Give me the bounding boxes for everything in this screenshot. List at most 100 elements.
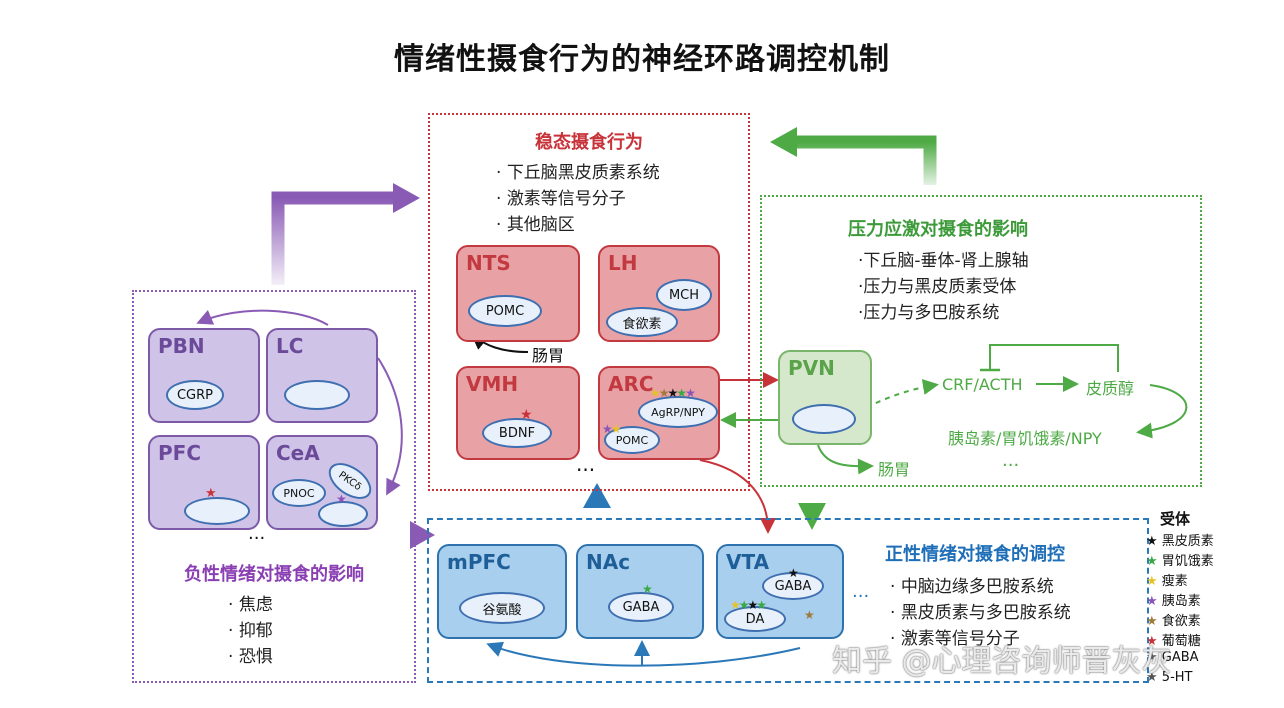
nac-to-homeostatic-arrowhead (583, 483, 611, 508)
crf-acth-label: CRF/ACTH (942, 375, 1023, 394)
stress-title: 压力应激对摄食的影响 (848, 219, 1028, 240)
arc-pomc-stars-icon: ★★ (602, 422, 621, 436)
negative-to-homeostatic-arrowhead (393, 183, 420, 213)
legend-item: ★ 瘦素 (1146, 574, 1188, 589)
stress-bullet-2: ·压力与黑皮质素受体 (858, 277, 1017, 297)
pbn-label: PBN (158, 334, 205, 358)
vta-gaba-neuron: GABA (762, 572, 824, 600)
stress-to-homeostatic-arrowhead (770, 127, 797, 157)
star-icon: ★ (1146, 614, 1158, 629)
negative-bullet-3: · 恐惧 (228, 647, 273, 667)
watermark: 知乎 @心理咨询师晋灰灰 (832, 644, 1172, 679)
legend-item: ★ 黑皮质素 (1146, 534, 1214, 549)
vmh-bdnf-neuron: BDNF (482, 418, 552, 448)
vmh-box: VMH BDNF ★ (456, 366, 580, 460)
positive-bullet-1: · 中脑边缘多巴胺系统 (890, 577, 1054, 597)
nts-gut-label: 肠胃 (532, 346, 565, 365)
mpfc-glutamate-neuron: 谷氨酸 (459, 592, 545, 624)
nts-label: NTS (466, 251, 511, 275)
stress-dots: ··· (1002, 455, 1020, 476)
arc-label: ARC (608, 372, 654, 396)
legend-title: 受体 (1160, 510, 1191, 528)
negative-to-positive-arrowhead (410, 521, 435, 549)
vta-box: VTA GABA DA ★ ★★★★ ★ (716, 544, 844, 639)
legend-item: ★ GABA (1146, 650, 1199, 665)
stress-bullet-1: ·下丘脑-垂体-肾上腺轴 (858, 251, 1029, 271)
negative-bullet-2: · 抑郁 (228, 621, 273, 641)
pvn-box: PVN (778, 350, 872, 445)
lc-box: LC (266, 328, 378, 423)
arc-receptor-stars-icon: ★★★★★ (650, 386, 696, 400)
homeostatic-bullet-2: · 激素等信号分子 (496, 189, 626, 209)
homeostatic-bullet-1: · 下丘脑黑皮质素系统 (496, 163, 660, 183)
star-icon: ★ (1146, 554, 1158, 569)
mpfc-box: mPFC 谷氨酸 (437, 544, 567, 639)
nac-label: NAc (586, 550, 631, 574)
legend-item: ★ 胰岛素 (1146, 594, 1201, 609)
negative-dots: ··· (248, 528, 266, 549)
nts-pomc-neuron: POMC (468, 295, 542, 327)
cortisol-to-hormones-curve (1136, 384, 1188, 439)
pvn-label: PVN (788, 356, 835, 380)
homeostatic-panel (428, 113, 750, 491)
pfc-neuron (184, 497, 250, 525)
stress-bullets: ·下丘脑-垂体-肾上腺轴 ·压力与黑皮质素受体 ·压力与多巴胺系统 (858, 248, 1029, 326)
lh-box: LH MCH 食欲素 (598, 245, 720, 342)
lc-label: LC (276, 334, 304, 358)
negative-to-homeostatic-arrow (271, 191, 395, 285)
vta-to-mpfc-curve (486, 641, 801, 667)
nac-gaba-neuron: GABA (608, 592, 674, 622)
arc-to-vta-curve (699, 459, 776, 534)
positive-dots: ··· (852, 586, 870, 607)
cortisol-label: 皮质醇 (1086, 379, 1135, 398)
homeostatic-dots: ··· (576, 458, 596, 482)
nac-box: NAc GABA ★ (576, 544, 704, 639)
vta-da-neuron: DA (724, 606, 786, 632)
hormones-label: 胰岛素/胃饥饿素/NPY (948, 429, 1102, 448)
nts-box: NTS POMC (456, 245, 580, 342)
cea-neuron (318, 501, 368, 527)
nac-ghrelin-star-icon: ★ (642, 582, 653, 596)
pfc-box: PFC ★ (148, 435, 260, 530)
lh-label: LH (608, 251, 638, 275)
pfc-label: PFC (158, 441, 201, 465)
legend-item: ★ 5-HT (1146, 670, 1193, 685)
negative-bullets: · 焦虑 · 抑郁 · 恐惧 (228, 592, 273, 670)
legend-list: ★ 黑皮质素 ★ 胃饥饿素 ★ 瘦素 ★ 胰岛素 ★ 食欲素 ★ 葡萄糖 ★ G… (1146, 530, 1214, 690)
homeostatic-bullets: · 下丘脑黑皮质素系统 · 激素等信号分子 · 其他脑区 (496, 160, 660, 238)
pvn-to-vta-arrowhead (798, 503, 826, 530)
lh-orexin-neuron: 食欲素 (606, 307, 678, 337)
stress-gut-label: 肠胃 (878, 460, 911, 479)
negative-title: 负性情绪对摄食的影响 (184, 564, 364, 585)
vta-orexin-star-icon: ★ (804, 608, 815, 622)
mpfc-label: mPFC (447, 550, 511, 574)
vta-melanocortin-star-icon: ★ (788, 566, 799, 580)
arc-pomc-neuron: POMC (604, 426, 660, 454)
positive-bullet-2: · 黑皮质素与多巴胺系统 (890, 603, 1071, 623)
pfc-glucose-star-icon: ★ (205, 486, 217, 501)
lc-to-pbn-curve (196, 309, 329, 326)
cea-pnoc-neuron: PNOC (272, 479, 326, 507)
pvn-to-crf-dashed (857, 379, 939, 413)
legend-item: ★ 胃饥饿素 (1146, 554, 1214, 569)
stress-bullet-3: ·压力与多巴胺系统 (858, 303, 1000, 323)
legend-item: ★ 食欲素 (1146, 614, 1201, 629)
page-title: 情绪性摄食行为的神经环路调控机制 (394, 42, 890, 77)
positive-panel (427, 518, 1149, 683)
homeostatic-title: 稳态摄食行为 (535, 132, 643, 153)
negative-bullet-1: · 焦虑 (228, 595, 273, 615)
lc-neuron (284, 380, 350, 410)
pbn-box: PBN CGRP (148, 328, 260, 423)
vta-label: VTA (726, 550, 770, 574)
star-icon: ★ (1146, 670, 1158, 685)
vmh-label: VMH (466, 372, 519, 396)
homeostatic-bullet-3: · 其他脑区 (496, 215, 575, 235)
positive-bullet-3: · 激素等信号分子 (890, 629, 1020, 649)
pvn-to-gut-arrow (817, 444, 874, 475)
cea-pkc-neuron: PKCδ (322, 455, 378, 507)
lc-to-cea-curve (377, 357, 403, 496)
vta-receptor-stars-icon: ★★★★ (730, 598, 767, 612)
legend-item: ★ 葡萄糖 (1146, 634, 1201, 649)
star-icon: ★ (1146, 594, 1158, 609)
